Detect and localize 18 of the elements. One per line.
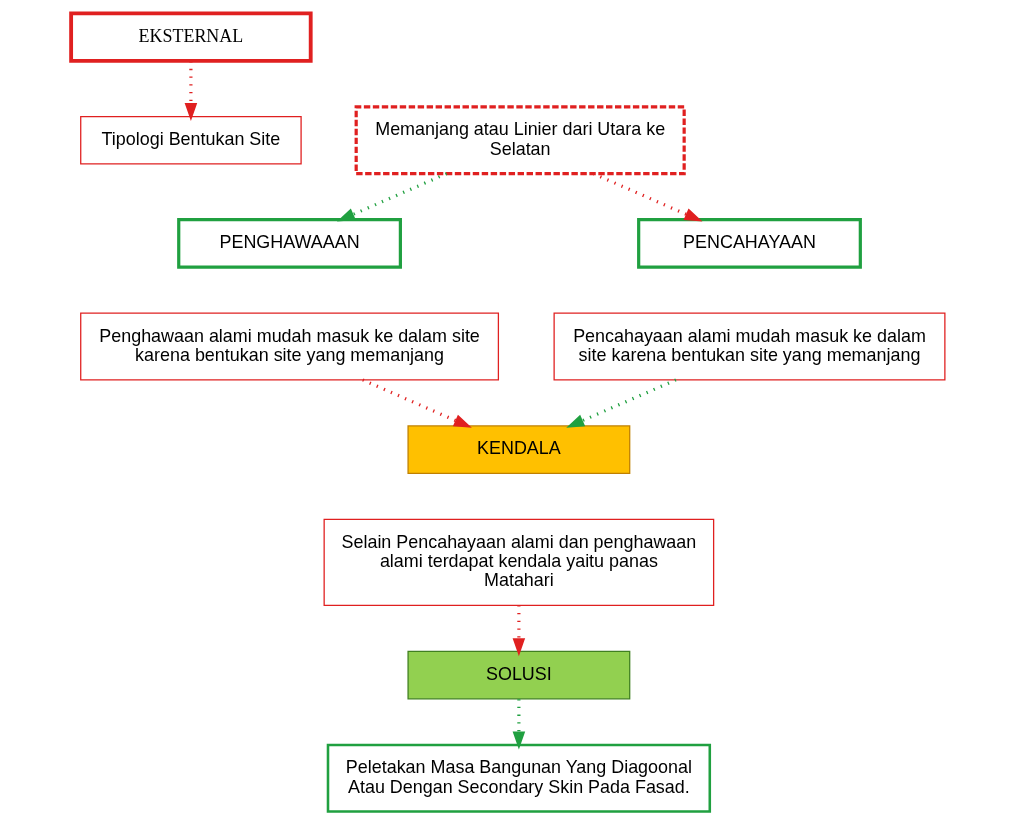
arrow xyxy=(592,172,703,222)
arrow xyxy=(512,605,526,657)
node-box: Penghawaan alami mudah masuk ke dalam site karena bentukan site yang memanjang xyxy=(80,312,500,381)
arrow xyxy=(184,61,198,122)
node-box: Peletakan Masa Bangunan Yang Diagoonal Atau Dengan Secondary Skin Pada Fasad. xyxy=(326,743,712,813)
node-box: EKSTERNAL xyxy=(69,11,313,63)
arrow xyxy=(512,699,526,750)
arrow xyxy=(362,378,472,428)
node-box: Pencahayaan alami mudah masuk ke dalam site karena bentukan site yang memanjang xyxy=(553,312,946,381)
node-box: KENDALA xyxy=(407,425,631,474)
node-box: Selain Pencahayaan alami dan penghawaan alami terdapat kendala yaitu panas Matahari xyxy=(323,518,715,606)
node-box: Tipologi Bentukan Site xyxy=(80,115,302,165)
arrow xyxy=(336,172,448,222)
arrow xyxy=(566,378,677,428)
node-box: Memanjang atau Linier dari Utara ke Selatan xyxy=(354,105,686,176)
node-box: PENGHAWAAAN xyxy=(177,218,402,269)
node-box: SOLUSI xyxy=(407,650,631,700)
node-box: PENCAHAYAAN xyxy=(637,218,862,269)
